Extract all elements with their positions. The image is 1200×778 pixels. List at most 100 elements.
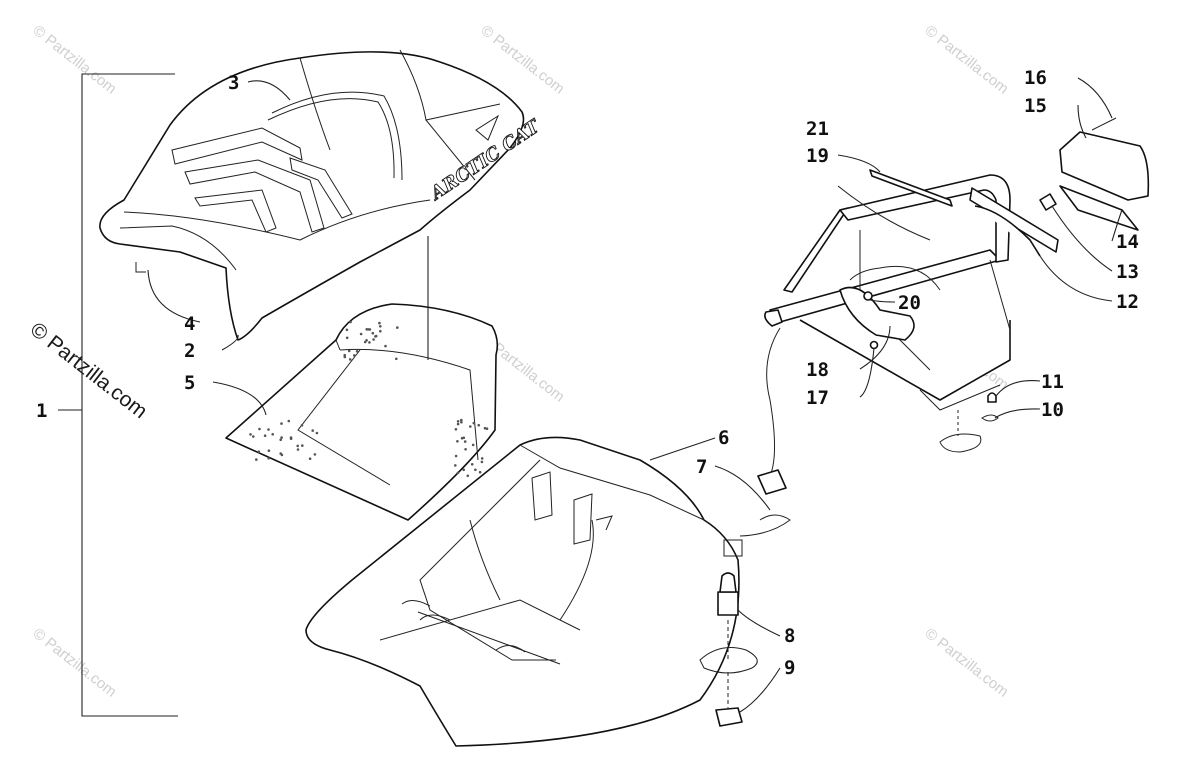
seat-foam [225, 303, 499, 521]
foam-texture-dot [469, 425, 472, 428]
wire-harness [757, 265, 941, 495]
foam-texture-dot [363, 340, 367, 344]
nut-20 [863, 291, 873, 301]
nut-17 [869, 340, 879, 350]
foam-texture-dot [315, 431, 319, 435]
foam-texture-dot [368, 341, 371, 344]
foam-texture-dot [296, 448, 300, 451]
callout-12: 12 [1116, 291, 1139, 313]
foam-texture-dot [478, 470, 482, 474]
foam-texture-dot [300, 424, 304, 427]
foam-texture-dot [456, 420, 460, 423]
foam-texture-dot [279, 438, 283, 442]
foam-texture-dot [454, 464, 457, 467]
foam-texture-dot [289, 437, 293, 441]
callout-6: 6 [718, 427, 729, 449]
foam-texture-dot [396, 326, 399, 329]
leader-lines [147, 77, 1123, 713]
foam-texture-dot [271, 433, 275, 436]
mount-bracket [839, 286, 915, 341]
foam-texture-dot [477, 423, 481, 427]
seat-base [305, 436, 743, 747]
callout-17: 17 [806, 387, 829, 409]
foam-texture-dot [296, 444, 300, 448]
callout-20: 20 [898, 292, 921, 314]
callout-8: 8 [784, 625, 795, 647]
foam-texture-dot [267, 428, 270, 431]
foam-texture-dot [267, 449, 271, 453]
foam-texture-dot [471, 443, 475, 447]
foam-texture-dot [371, 331, 375, 335]
foam-texture-dot [372, 338, 375, 341]
foam-texture-dot [353, 354, 356, 357]
foam-texture-dot [258, 427, 261, 431]
foam-texture-dot [379, 329, 382, 333]
callout-14: 14 [1116, 231, 1139, 253]
foam-texture-dot [257, 450, 261, 454]
foam-texture-dot [463, 440, 467, 443]
callout-9: 9 [784, 657, 795, 679]
callout-1: 1 [36, 400, 47, 422]
foam-texture-dot [311, 429, 315, 432]
foam-texture-dot [456, 471, 460, 475]
foam-texture-dot [345, 336, 349, 340]
foam-texture-dot [460, 420, 463, 424]
foam-texture-dot [301, 444, 304, 447]
callout-19: 19 [806, 145, 829, 167]
foam-texture-dot [454, 428, 458, 431]
callout-13: 13 [1116, 261, 1139, 283]
foam-texture-dot [254, 458, 258, 461]
foam-texture-dot [313, 453, 317, 456]
foam-texture-dot [462, 468, 466, 472]
foam-texture-dot [280, 422, 283, 425]
foam-texture-dot [460, 436, 464, 440]
foam-texture-dot [249, 433, 252, 436]
callout-4: 4 [184, 313, 195, 335]
foam-texture-dot [359, 332, 363, 336]
foam-texture-dot [355, 350, 359, 353]
foam-texture-dot [345, 328, 349, 332]
callout-15: 15 [1024, 95, 1047, 117]
taillight-bracket [969, 187, 1059, 257]
foam-texture-dot [460, 418, 463, 422]
foam-texture-dot [466, 474, 470, 478]
foam-texture-dot [348, 358, 352, 361]
callout-numbers: 1 2 3 4 5 6 7 8 9 10 11 12 13 14 15 16 1… [36, 67, 1139, 679]
foam-texture-dot [378, 321, 381, 325]
foam-texture-dot [379, 325, 382, 328]
seat-cover: ARCTIC CAT [99, 49, 545, 341]
foam-texture-dot [280, 453, 284, 457]
foam-texture-dot [480, 457, 484, 460]
foam-texture-dot [280, 436, 283, 439]
callout-3: 3 [228, 72, 239, 94]
screw [1091, 117, 1117, 131]
screws-10-11 [939, 392, 999, 453]
foam-texture-dot [456, 422, 460, 426]
nut [715, 672, 743, 727]
decal [869, 169, 953, 207]
foam-texture-dot [470, 463, 474, 466]
foam-texture-dot [384, 344, 387, 348]
foam-texture-dot [343, 355, 347, 359]
foam-texture-dot [366, 328, 370, 331]
foam-texture-dot [395, 357, 398, 361]
foam-texture-dot [485, 427, 489, 431]
foam-texture-dot [267, 457, 271, 460]
rack-frame [764, 174, 1011, 411]
taillight-housing [1059, 131, 1150, 201]
washer [699, 620, 758, 674]
foam-texture-dot [464, 448, 467, 451]
foam-texture-dot [252, 435, 255, 438]
foam-texture-dot [456, 440, 459, 443]
callout-16: 16 [1024, 67, 1047, 89]
assembly-bracket [58, 73, 178, 717]
foam-texture-dot [374, 334, 378, 338]
foam-texture-dot [472, 421, 476, 425]
callout-11: 11 [1041, 371, 1064, 393]
latch-wire [739, 514, 791, 537]
callout-7: 7 [696, 456, 707, 478]
foam-texture-dot [347, 349, 351, 353]
foam-texture-dot [483, 426, 487, 430]
